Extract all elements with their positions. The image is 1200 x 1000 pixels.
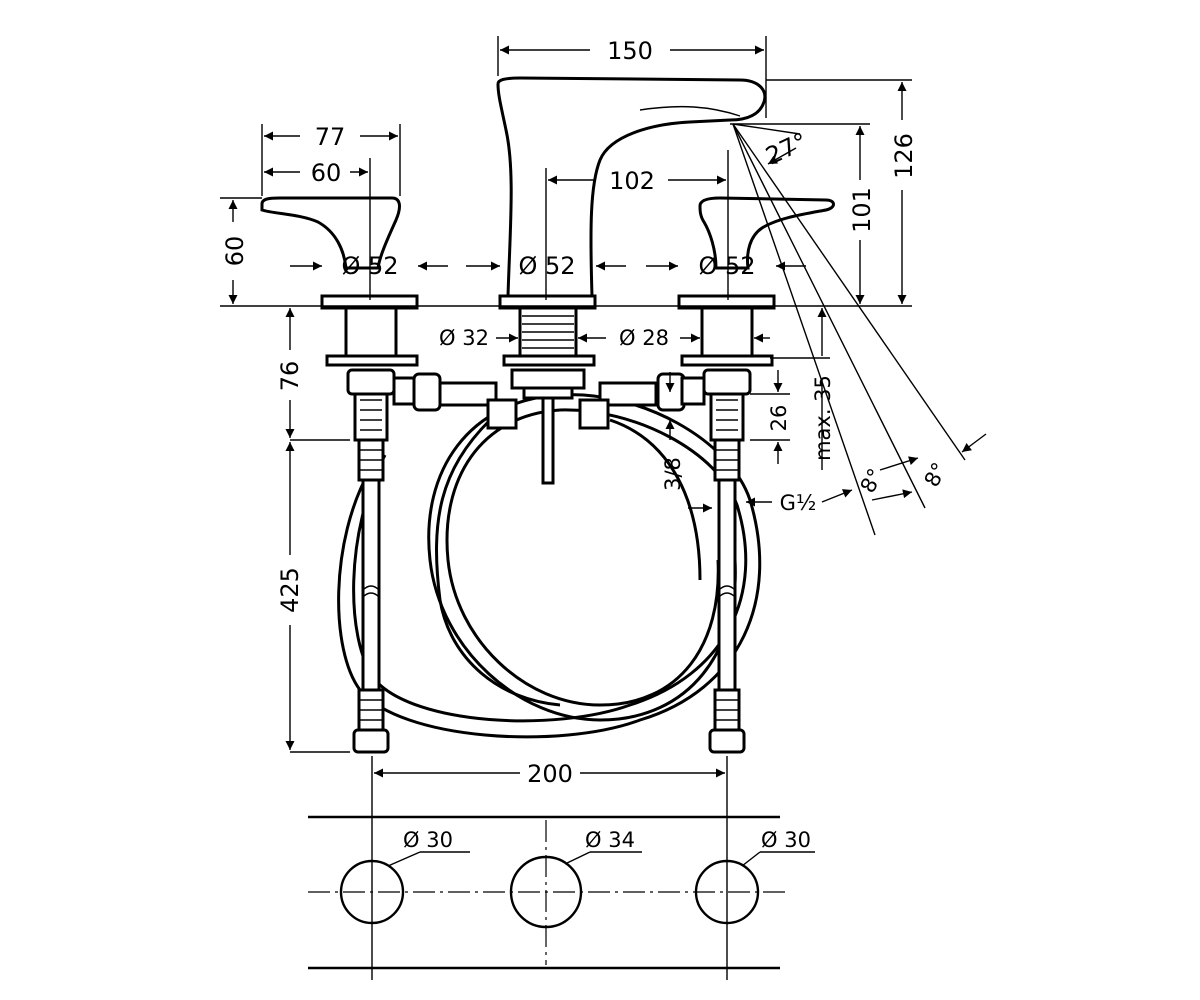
dim-spout-height: 126 [890, 133, 918, 179]
dim-thread-valve: Ø 28 [619, 326, 669, 350]
hole-center [509, 855, 583, 929]
dimension-arrows [228, 45, 987, 778]
hole-right [694, 859, 760, 925]
dim-hole-left: Ø 30 [403, 828, 453, 852]
left-handle [260, 196, 401, 270]
dim-connection-g12: G½ [780, 491, 817, 515]
dim-hole-center: Ø 34 [585, 828, 635, 852]
hole-left [339, 859, 405, 925]
dim-angle-b: 8° [920, 459, 952, 491]
dim-hole-right: Ø 30 [761, 828, 811, 852]
dim-handle-length: 77 [315, 123, 346, 151]
dim-outlet-height: 101 [848, 187, 876, 233]
dim-rosette-center: Ø 52 [518, 252, 575, 280]
dim-spout-length: 150 [607, 37, 653, 65]
dim-rosette-left: Ø 52 [341, 252, 398, 280]
dim-thread-spout: Ø 32 [439, 326, 489, 350]
right-valve [656, 196, 835, 754]
dim-spout-reach: 102 [609, 167, 655, 195]
dim-hose-length: 425 [276, 567, 304, 613]
dim-nut-height: 26 [767, 405, 791, 432]
dim-rosette-right: Ø 52 [698, 252, 755, 280]
deck-cutout-view: Ø 30 Ø 34 Ø 30 [308, 815, 815, 970]
dim-handle-height: 60 [221, 236, 249, 267]
dim-handle-reach: 60 [311, 159, 342, 187]
left-valve [260, 196, 442, 754]
dim-shank-height: 76 [276, 361, 304, 392]
dim-connection-38: 3/8 [661, 457, 685, 491]
spout-body [496, 76, 767, 298]
reference-lines [220, 36, 966, 980]
dim-spacing: 200 [527, 760, 573, 788]
right-handle [698, 196, 835, 270]
center-spout [438, 76, 767, 485]
dim-max-thickness: max. 35 [811, 375, 835, 461]
